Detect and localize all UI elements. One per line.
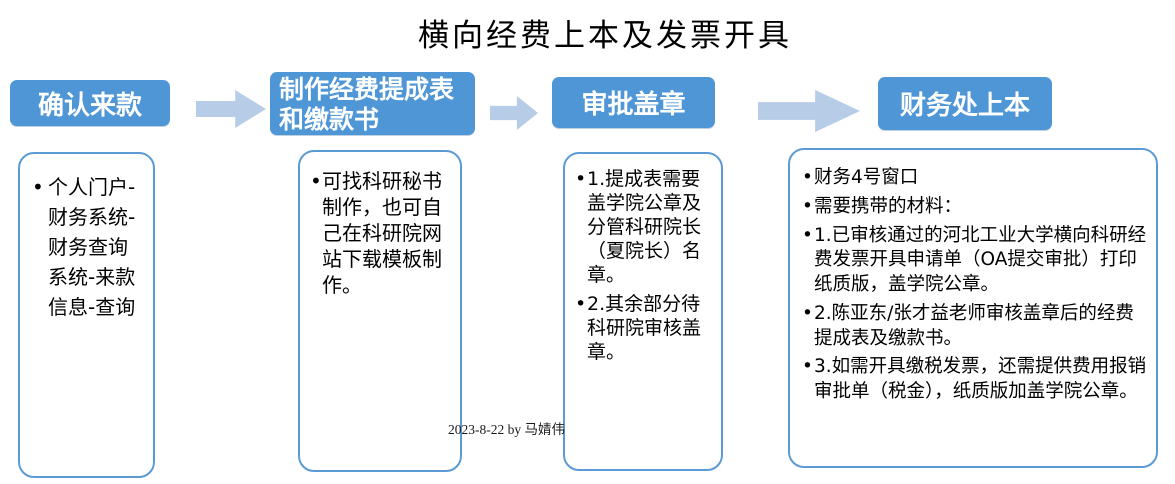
detail-box-make-commission-form: 可找科研秘书制作，也可自己在科研院网站下载模板制作。 [298,150,462,472]
detail-box-approval-seal: 1.提成表需要盖学院公章及分管科研院长（夏院长）名章。 2.其余部分待科研院审核… [563,152,723,471]
detail-box-finance-office: 财务4号窗口 需要携带的材料： 1.已审核通过的河北工业大学横向科研经费发票开具… [788,148,1158,468]
flow-arrow-right-icon [196,90,266,128]
bullet-item: 2.其余部分待科研院审核盖章。 [575,293,716,365]
detail-box-confirm-payment: 个人门户-财务系统-财务查询系统-来款信息-查询 [18,152,155,478]
bullet-item: 财务4号窗口 [802,166,1148,191]
step-header-make-commission-form: 制作经费提成表和缴款书 [270,72,475,135]
bullet-item: 1.已审核通过的河北工业大学横向科研经费发票开具申请单（OA提交审批）打印纸质版… [802,224,1148,298]
flow-arrow-right-icon [490,96,538,130]
step-header-finance-office: 财务处上本 [878,77,1052,130]
flow-arrow-right-icon [758,90,860,132]
diagram-title: 横向经费上本及发票开具 [418,18,792,54]
bullet-item: 3.如需开具缴税发票，还需提供费用报销审批单（税金），纸质版加盖学院公章。 [802,355,1148,405]
step-header-confirm-payment: 确认来款 [10,80,170,126]
step-header-approval-seal: 审批盖章 [552,77,715,128]
bullet-item: 个人门户-财务系统-财务查询系统-来款信息-查询 [30,172,147,322]
bullet-item: 1.提成表需要盖学院公章及分管科研院长（夏院长）名章。 [575,168,716,288]
footer-credit: 2023-8-22 by 马婧伟 [448,422,565,437]
bullet-item: 需要携带的材料： [802,195,1148,220]
bullet-item: 2.陈亚东/张才益老师审核盖章后的经费提成表及缴款书。 [802,302,1148,352]
bullet-item: 可找科研秘书制作，也可自己在科研院网站下载模板制作。 [310,168,454,298]
